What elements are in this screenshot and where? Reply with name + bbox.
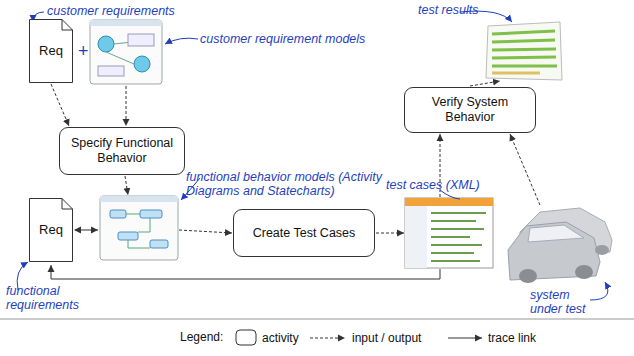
annotation-label: customer requirements bbox=[47, 4, 207, 18]
plus-sign: + bbox=[78, 41, 89, 61]
document-title: Req bbox=[33, 222, 69, 238]
legend-text: trace link bbox=[488, 331, 536, 345]
legend-separator bbox=[0, 319, 634, 320]
activity-box: Specify Functional Behavior bbox=[59, 127, 185, 175]
document-node: Req bbox=[29, 19, 73, 83]
test-results-image bbox=[486, 22, 562, 80]
activity-box: Create Test Cases bbox=[233, 209, 375, 257]
annotation-label: test cases (XML) bbox=[386, 178, 496, 192]
annotation-label: system under test bbox=[530, 288, 598, 317]
test-cases-image bbox=[405, 198, 493, 268]
leader-arrows bbox=[17, 11, 608, 300]
activity-label: Specify Functional Behavior bbox=[60, 136, 184, 166]
annotation-label: test results bbox=[418, 3, 498, 17]
annotation-label: functional requirements bbox=[6, 284, 96, 313]
requirement-model-image bbox=[90, 20, 162, 84]
annotation-label: functional behavior models (Activity Dia… bbox=[186, 170, 386, 199]
activity-label: Create Test Cases bbox=[247, 226, 362, 241]
document-title: Req bbox=[33, 43, 69, 59]
activity-label: Verify System Behavior bbox=[405, 95, 535, 125]
legend-text: activity bbox=[262, 331, 299, 345]
annotation-label: customer requirement models bbox=[200, 32, 390, 46]
io-connector bbox=[51, 84, 69, 126]
car-illustration bbox=[508, 208, 612, 283]
activity-box: Verify System Behavior bbox=[404, 87, 536, 133]
legend-title: Legend: bbox=[180, 331, 232, 345]
document-node: Req bbox=[29, 198, 73, 262]
legend-text: input / output bbox=[352, 331, 421, 345]
behavior-model-image bbox=[100, 196, 178, 260]
legend-samples bbox=[236, 330, 482, 345]
